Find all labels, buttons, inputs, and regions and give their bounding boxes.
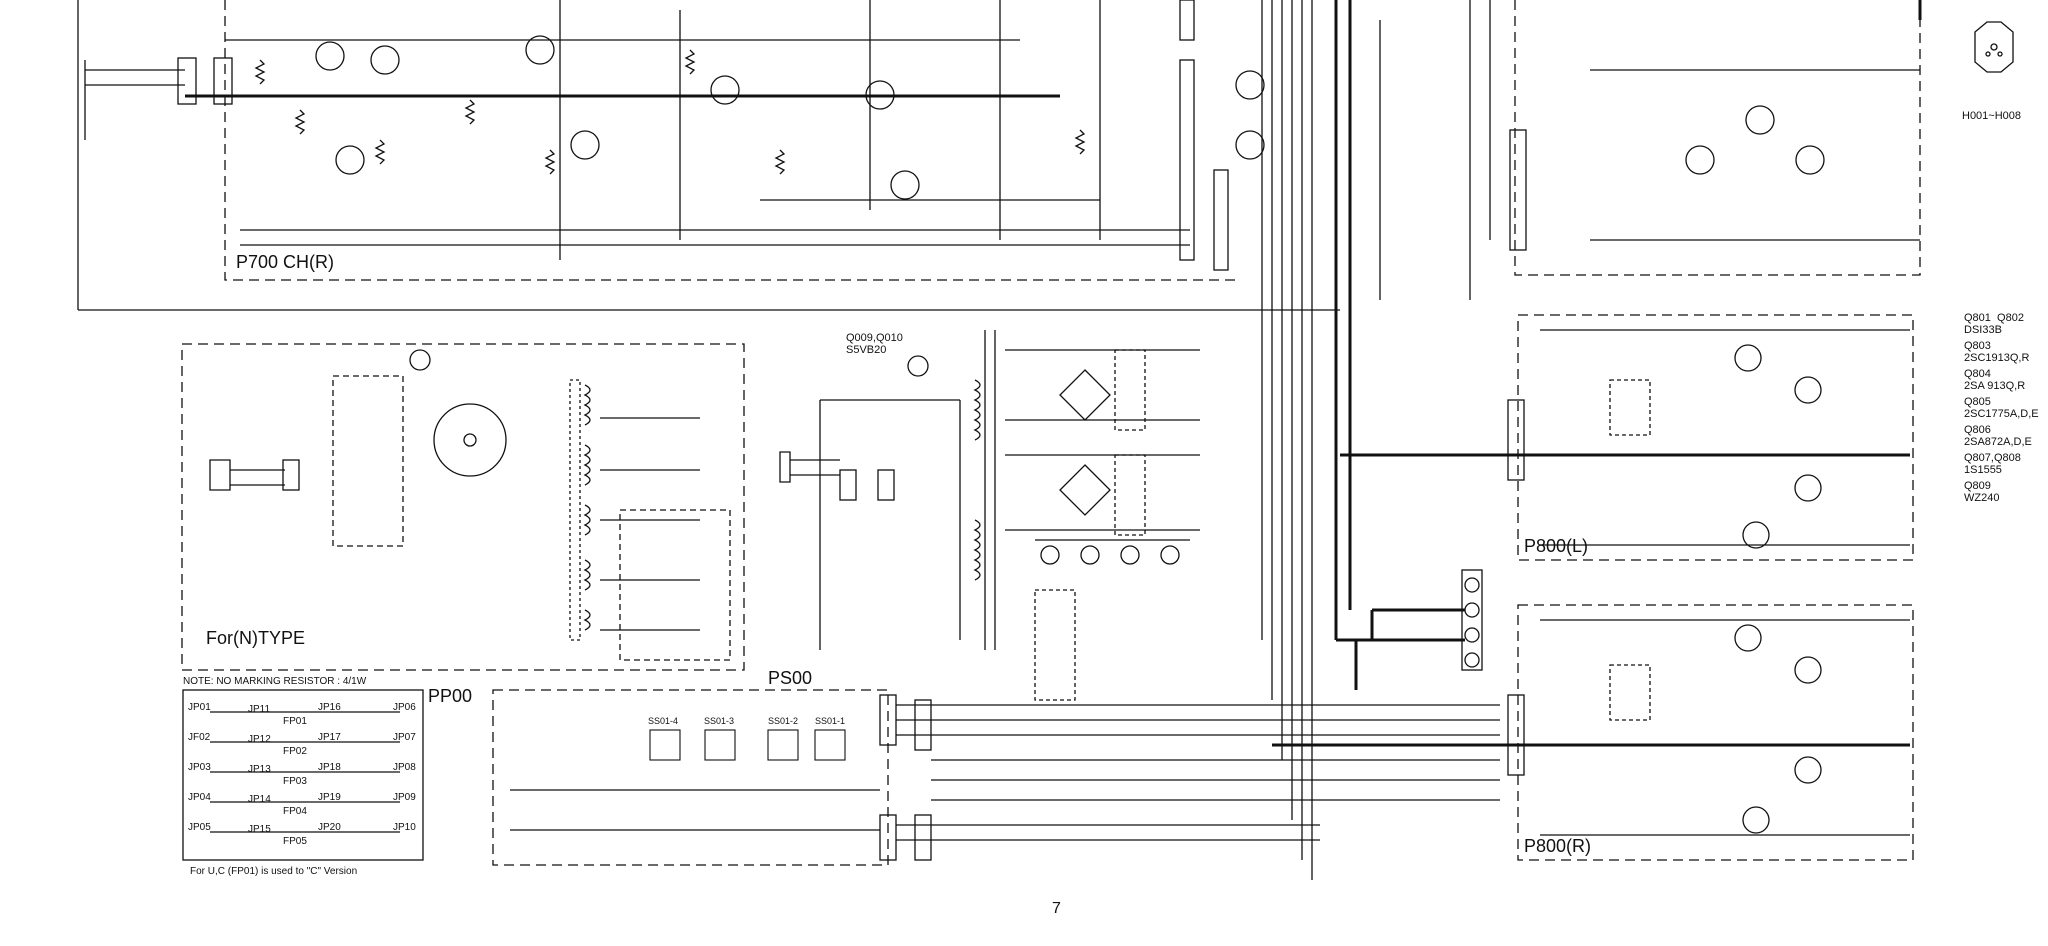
parts-list: Q801 Q802 DSI33B Q803 2SC1913Q,R Q804 2SA … xyxy=(1964,312,2039,508)
jumper-label: JP07 xyxy=(393,732,416,743)
jumper-label: JP14 xyxy=(248,794,271,805)
jumper-label: JP16 xyxy=(318,702,341,713)
section-p800l: P800(L) xyxy=(1524,536,1589,556)
switch-label: SS01-1 xyxy=(815,716,846,726)
parts-list-entry: Q805 2SC1775A,D,E xyxy=(1964,396,2039,420)
jumper-label: FP01 xyxy=(283,716,307,727)
section-ps00: PS00 xyxy=(768,668,813,688)
h-part-label: H001~H008 xyxy=(1962,110,2022,122)
parts-list-entry: Q806 2SA872A,D,E xyxy=(1964,424,2032,448)
jumper-label: FP03 xyxy=(283,776,307,787)
switch-label: SS01-4 xyxy=(648,716,679,726)
jumper-label: JP05 xyxy=(188,822,211,833)
parts-list-entry: Q809 WZ240 xyxy=(1964,480,2000,504)
jumper-label: JP04 xyxy=(188,792,211,803)
jumper-label: JP15 xyxy=(248,824,271,835)
section-pp00: PP00 xyxy=(428,686,473,706)
section-p800r: P800(R) xyxy=(1524,836,1592,856)
jumper-label: FP04 xyxy=(283,806,307,817)
jumper-label: JP08 xyxy=(393,762,416,773)
jumper-label: JF02 xyxy=(188,732,211,743)
jumper-label: JP19 xyxy=(318,792,341,803)
resistor-note: NOTE: NO MARKING RESISTOR : 4/1W xyxy=(183,676,367,687)
section-p700: P700 CH(R) xyxy=(236,252,335,272)
parts-list-entry: Q803 2SC1913Q,R xyxy=(1964,340,2030,364)
jumper-label: JP06 xyxy=(393,702,416,713)
parts-list-entry: Q801 Q802 DSI33B xyxy=(1964,312,2024,336)
rectifier-label: Q009,Q010 S5VB20 xyxy=(846,332,903,356)
jumper-label: JP01 xyxy=(188,702,211,713)
jumper-label: JP10 xyxy=(393,822,416,833)
jumper-label: JP13 xyxy=(248,764,271,775)
jumper-label: FP05 xyxy=(283,836,307,847)
jumper-label: JP20 xyxy=(318,822,341,833)
jumper-label: FP02 xyxy=(283,746,307,757)
jumper-label: JP09 xyxy=(393,792,416,803)
jumper-label: JP03 xyxy=(188,762,211,773)
switch-label: SS01-2 xyxy=(768,716,799,726)
parts-list-entry: Q807,Q808 1S1555 xyxy=(1964,452,2021,476)
footnote: For U,C (FP01) is used to "C" Version xyxy=(190,866,358,877)
switch-label: SS01-3 xyxy=(704,716,735,726)
jumper-label: JP18 xyxy=(318,762,341,773)
page-number: 7 xyxy=(1052,900,1061,917)
parts-list-entry: Q804 2SA 913Q,R xyxy=(1964,368,2026,392)
jumper-label: JP11 xyxy=(248,704,271,715)
section-n-type: For(N)TYPE xyxy=(206,628,305,648)
jumper-label: JP17 xyxy=(318,732,341,743)
jumper-label: JP12 xyxy=(248,734,271,745)
